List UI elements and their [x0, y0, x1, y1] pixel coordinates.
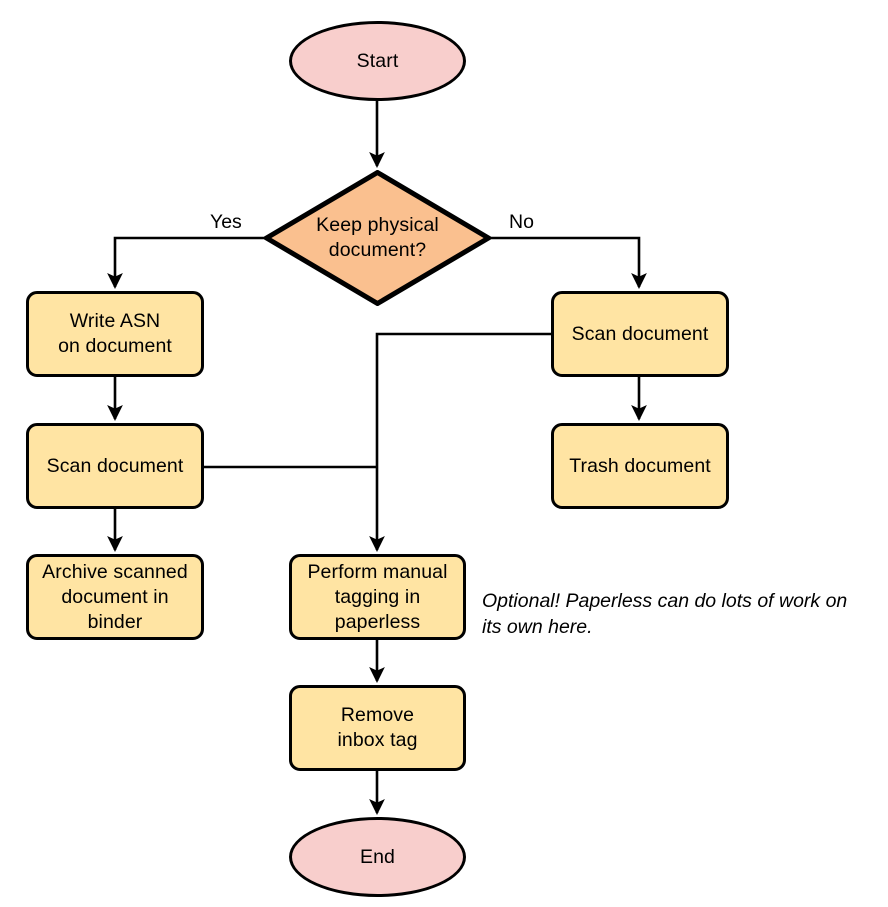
annotation-optional-paperless: Optional! Paperless can do lots of work …	[482, 590, 848, 638]
node-end-label: End	[360, 845, 395, 868]
node-tagging-label: Perform manual tagging in paperless	[307, 560, 448, 633]
node-scan-document-right[interactable]: Scan document	[551, 291, 729, 377]
node-decision-keep-physical-document[interactable]: Keep physical document?	[264, 170, 491, 306]
node-end[interactable]: End	[289, 817, 466, 897]
node-trash-document[interactable]: Trash document	[551, 423, 729, 509]
node-trash-document-label: Trash document	[569, 454, 711, 477]
node-remove-inbox-tag[interactable]: Remove inbox tag	[289, 685, 466, 771]
node-decision-label: Keep physical document?	[316, 214, 439, 261]
edge-yes-to-write-asn	[107, 236, 264, 289]
node-start-label: Start	[356, 49, 399, 72]
node-write-asn-on-document[interactable]: Write ASN on document	[26, 291, 204, 377]
node-write-asn-label: Write ASN on document	[58, 310, 172, 357]
node-archive-label: Archive scanned document in binder	[42, 560, 188, 633]
edge-label-yes: Yes	[210, 211, 242, 233]
diamond-shape	[264, 170, 491, 306]
node-remove-tag-label: Remove inbox tag	[337, 704, 418, 751]
node-start[interactable]: Start	[289, 21, 466, 101]
edge-label-no: No	[509, 211, 534, 233]
node-scan-document-left[interactable]: Scan document	[26, 423, 204, 509]
node-perform-manual-tagging[interactable]: Perform manual tagging in paperless	[289, 554, 466, 640]
node-archive-scanned-document[interactable]: Archive scanned document in binder	[26, 554, 204, 640]
node-scan-document-left-label: Scan document	[46, 454, 184, 477]
node-scan-document-right-label: Scan document	[571, 322, 709, 345]
edge-no-to-scan-right	[491, 236, 647, 289]
edge-scan-right-to-tagging	[369, 332, 552, 552]
